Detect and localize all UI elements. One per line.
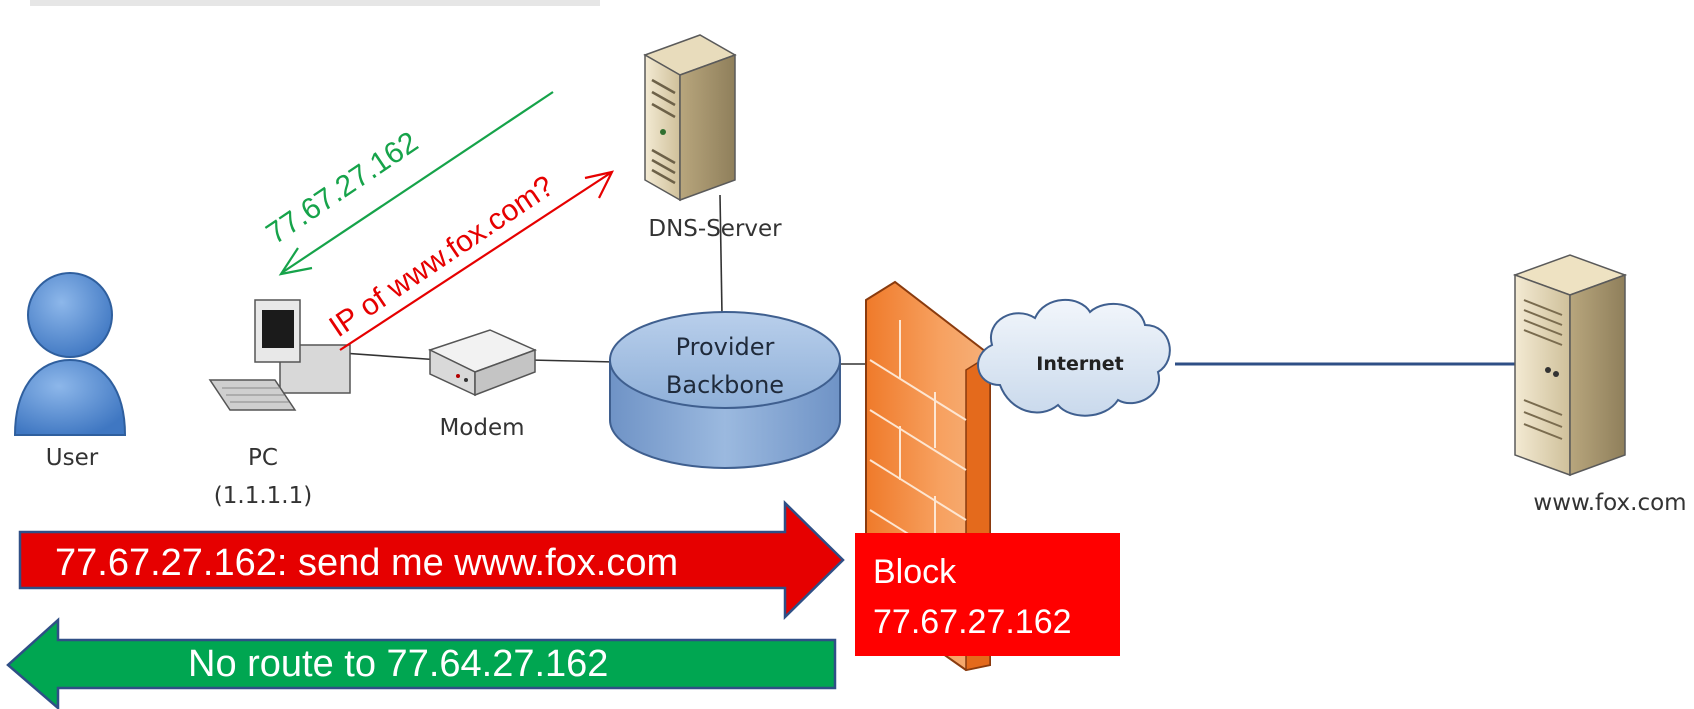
dns-query-arrow [339,170,615,351]
web-server-label: www.fox.com [1533,490,1686,516]
internet-label: Internet [1036,353,1123,375]
top-bar [30,0,600,6]
internet-cloud-icon [977,298,1171,417]
dns-response-arrow [278,91,554,276]
backbone-label-line2: Backbone [666,371,784,399]
user-label: User [46,445,99,471]
pc-ip-label: (1.1.1.1) [214,483,312,509]
request-arrow-label: 77.67.27.162: send me www.fox.com [55,542,678,584]
backbone-label-line1: Provider [676,333,775,361]
block-box-line2: 77.67.27.162 [873,603,1072,641]
web-server-icon [1512,254,1628,477]
dns-server-label: DNS-Server [648,216,782,242]
pc-label: PC [248,445,278,471]
block-box-line1: Block [873,553,957,591]
block-box [855,533,1120,656]
dns-server-icon [643,34,737,202]
modem-label: Modem [439,415,524,441]
provider-backbone-icon [609,311,841,469]
pc-icon [208,299,351,411]
modem-icon [428,329,537,397]
reply-arrow [6,617,837,709]
request-arrow [18,500,845,620]
user-icon [13,272,127,436]
reply-arrow-label: No route to 77.64.27.162 [188,643,608,685]
